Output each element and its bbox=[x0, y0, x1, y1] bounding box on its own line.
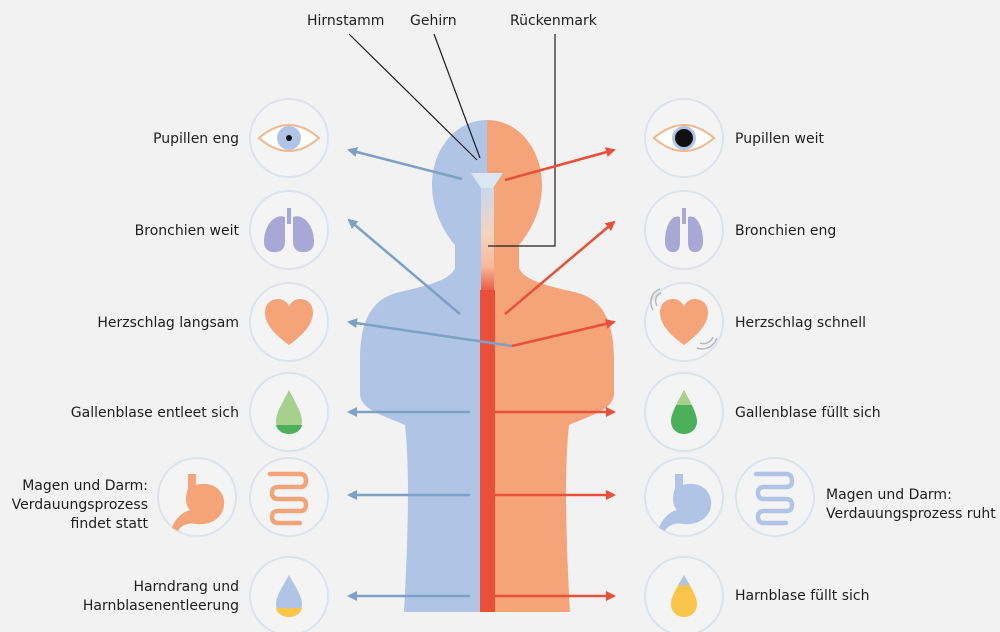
lungs-icon bbox=[250, 191, 328, 269]
label-left-digestion: Magen und Darm: Verdauungsprozess findet… bbox=[12, 477, 148, 534]
gallbladder-drop-icon bbox=[645, 373, 723, 451]
label-left-pupils: Pupillen eng bbox=[153, 130, 239, 149]
right-icon-column bbox=[645, 99, 814, 632]
lungs-icon bbox=[645, 191, 723, 269]
label-left-bladder: Harndrang und Harnblasenentleerung bbox=[83, 578, 239, 616]
label-left-bronchi: Bronchien weit bbox=[135, 222, 239, 241]
heart-beating-icon bbox=[645, 283, 723, 361]
stomach-icon bbox=[645, 458, 723, 536]
spinal-cord bbox=[480, 290, 495, 612]
intestine-icon bbox=[736, 458, 814, 536]
heart-icon bbox=[250, 283, 328, 361]
urine-drop-icon bbox=[645, 557, 723, 632]
label-right-heart: Herzschlag schnell bbox=[735, 314, 866, 333]
label-right-digestion: Magen und Darm: Verdauungsprozess ruht bbox=[826, 486, 996, 524]
label-left-heart: Herzschlag langsam bbox=[97, 314, 239, 333]
label-right-bladder: Harnblase füllt sich bbox=[735, 587, 869, 606]
intestine-icon bbox=[250, 458, 328, 536]
eye-constricted-icon bbox=[250, 99, 328, 177]
eye-dilated-icon bbox=[645, 99, 723, 177]
gallbladder-drop-icon bbox=[250, 373, 328, 451]
stomach-icon bbox=[158, 458, 236, 536]
label-right-gallbladder: Gallenblase füllt sich bbox=[735, 404, 881, 423]
label-right-pupils: Pupillen weit bbox=[735, 130, 824, 149]
left-icon-column bbox=[158, 99, 328, 632]
label-left-gallbladder: Gallenblase entleet sich bbox=[71, 404, 239, 423]
label-brainstem: Hirnstamm bbox=[307, 12, 384, 31]
label-spinal-cord: Rückenmark bbox=[510, 12, 597, 31]
label-right-bronchi: Bronchien eng bbox=[735, 222, 836, 241]
label-brain: Gehirn bbox=[410, 12, 457, 31]
spinal-cord-upper bbox=[481, 188, 494, 293]
urine-drop-icon bbox=[250, 557, 328, 632]
